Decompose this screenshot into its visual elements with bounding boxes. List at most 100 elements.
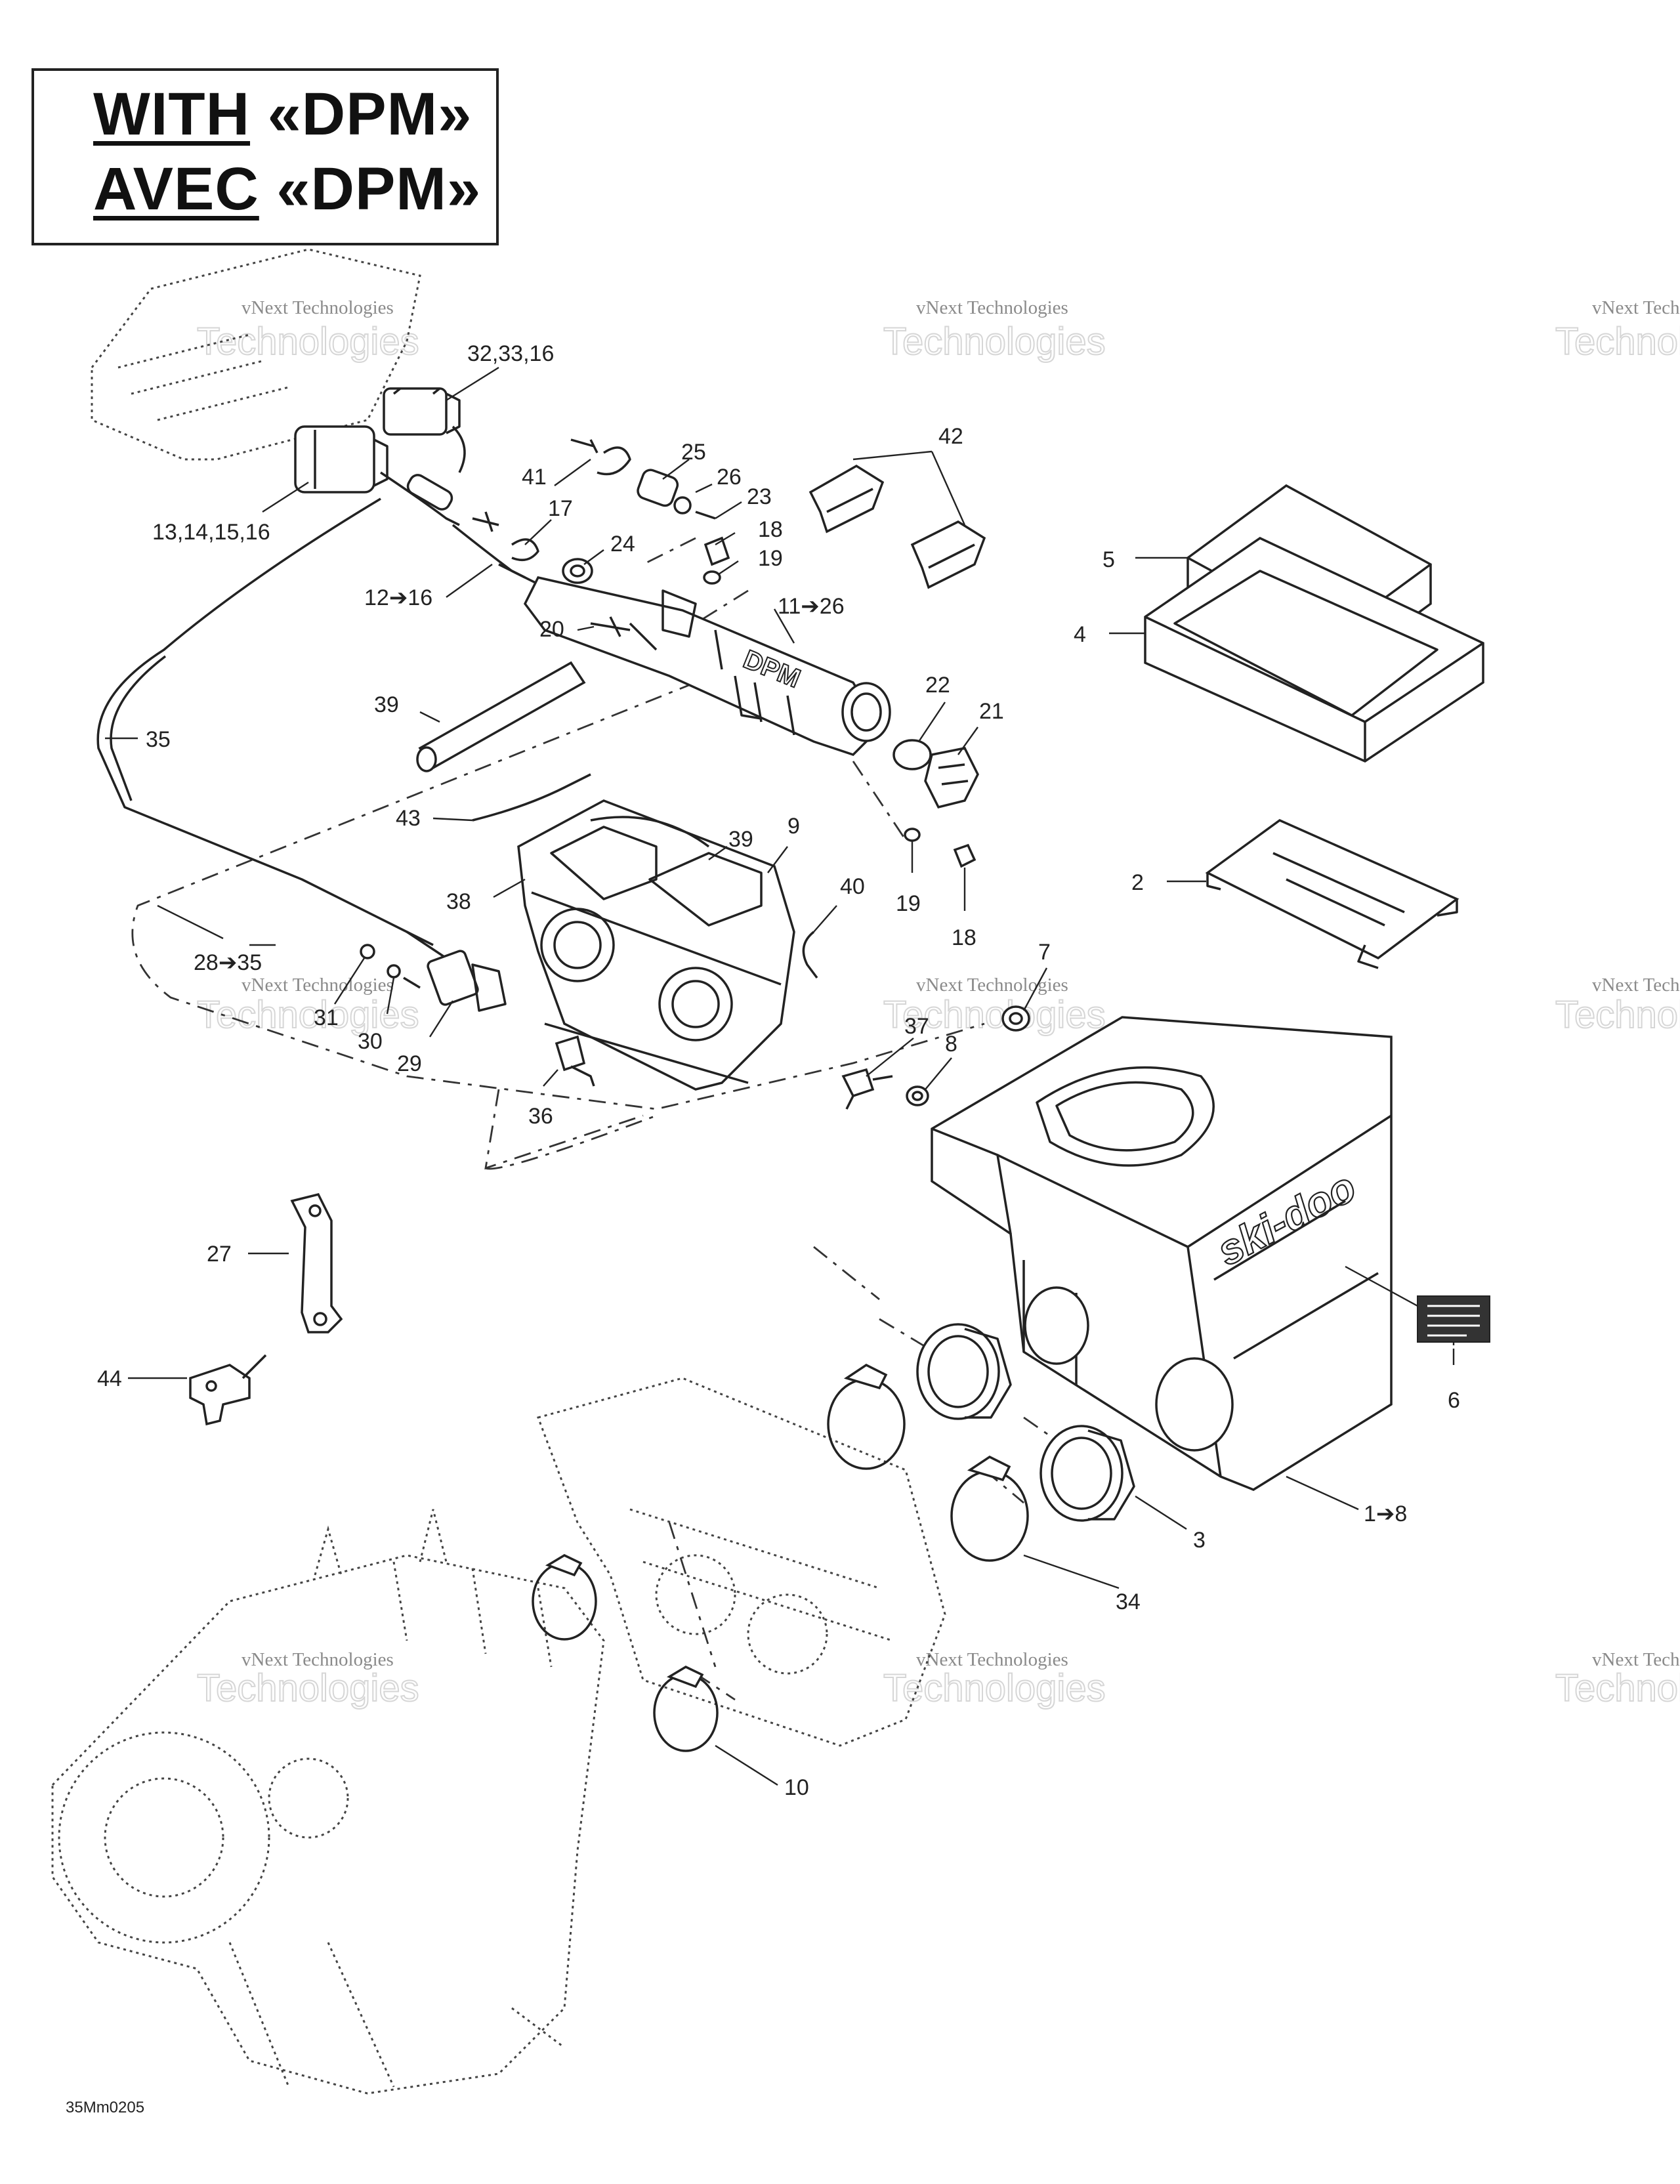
- leader-lines: [105, 366, 1455, 1786]
- callout-42: 42: [938, 424, 963, 449]
- callout-36: 36: [528, 1104, 553, 1129]
- part-clamp-10b: [653, 1666, 719, 1752]
- callout-3: 3: [1193, 1528, 1206, 1553]
- part-cap-18b: [953, 843, 976, 868]
- part-fitting-37: [841, 1068, 893, 1110]
- ghost-carburetors-lower: [537, 1377, 946, 1747]
- callout-18b: 18: [952, 925, 976, 950]
- part-oring-22: [892, 739, 932, 770]
- callout-40: 40: [840, 874, 865, 899]
- watermark-1: Technologies vNext Technologies: [196, 297, 420, 364]
- part-fitting-36: [555, 1035, 595, 1087]
- callout-18: 18: [758, 517, 783, 542]
- title-english: WITH «DPM»: [93, 80, 472, 149]
- watermark-large-text: Technologies: [1555, 1667, 1680, 1710]
- callout-23: 23: [747, 484, 772, 509]
- part-long-cable-35: [96, 497, 447, 959]
- watermark-large-text: Technologies: [1555, 994, 1680, 1036]
- title-english-word: WITH: [93, 81, 251, 148]
- part-dpm-module-13: [294, 425, 388, 494]
- watermark-small-text: vNext Technologies: [916, 975, 1068, 996]
- ghost-module: [91, 248, 421, 461]
- callout-31: 31: [314, 1005, 339, 1030]
- callout-24: 24: [610, 532, 635, 556]
- part-sensor-29: [360, 931, 507, 1012]
- watermark-large-text: Technologies: [883, 994, 1106, 1036]
- callout-7: 7: [1038, 940, 1051, 965]
- watermark-small-text: vNext Technologies: [1592, 1649, 1680, 1670]
- part-connector-32: [383, 387, 466, 473]
- watermark-3: Technologies vNext Technologies: [1555, 297, 1680, 364]
- callout-8: 8: [945, 1032, 957, 1057]
- callout-44: 44: [97, 1366, 122, 1391]
- title-french-rest: «DPM»: [259, 156, 482, 222]
- part-adaptor-3a: [916, 1323, 1012, 1420]
- callout-41: 41: [522, 465, 547, 490]
- callout-1-8: 1➔8: [1364, 1502, 1407, 1526]
- part-carburetor-9: [517, 799, 795, 1091]
- callout-6: 6: [1448, 1388, 1460, 1413]
- callout-20: 20: [539, 617, 564, 642]
- callout-5: 5: [1102, 547, 1115, 572]
- drawing-code: 35Mm0205: [66, 2099, 145, 2116]
- part-cap-21: [924, 747, 979, 809]
- watermark-small-text: vNext Technologies: [1592, 975, 1680, 996]
- callout-28-35: 28➔35: [194, 950, 262, 975]
- callout-13-14-15-16: 13,14,15,16: [152, 520, 270, 545]
- part-air-silencer-1: ski-doo: [931, 1016, 1393, 1491]
- callout-19: 19: [758, 546, 783, 571]
- callout-30: 30: [358, 1029, 383, 1054]
- part-clip-42a: [808, 464, 885, 534]
- part-screw-41: [570, 438, 631, 476]
- callout-29: 29: [397, 1051, 422, 1076]
- part-fitting-25: [637, 469, 716, 520]
- part-grommet-7: [1001, 1005, 1030, 1032]
- watermark-small-text: vNext Technologies: [916, 1649, 1068, 1670]
- part-grommet-8: [906, 1085, 929, 1106]
- callout-17: 17: [548, 496, 573, 521]
- watermark-6: Technologies vNext Technologies: [1555, 975, 1680, 1037]
- callout-43: 43: [396, 806, 421, 831]
- watermark-large-text: Technologies: [197, 994, 419, 1036]
- callout-22: 22: [925, 673, 950, 698]
- callout-35: 35: [146, 727, 171, 752]
- part-cap-18: [704, 536, 730, 566]
- watermark-small-text: vNext Technologies: [242, 1649, 394, 1670]
- part-clamp-34a: [827, 1363, 906, 1470]
- watermark-large-text: Technologies: [883, 320, 1106, 363]
- part-label-6: [1417, 1295, 1490, 1343]
- part-hose-40: [802, 931, 818, 979]
- part-oring-19b: [904, 828, 921, 842]
- part-pin-20: [590, 616, 631, 637]
- watermark-large-text: Technologies: [1555, 320, 1680, 363]
- callout-11-26: 11➔26: [778, 594, 845, 619]
- watermark-7: Technologies vNext Technologies: [196, 1649, 420, 1710]
- callout-26: 26: [717, 465, 742, 490]
- title-box: WITH «DPM» AVEC «DPM»: [32, 68, 499, 245]
- watermark-large-text: Technologies: [197, 1667, 419, 1710]
- callout-27: 27: [207, 1242, 232, 1267]
- title-french: AVEC «DPM»: [93, 155, 481, 224]
- callout-9: 9: [788, 814, 800, 839]
- part-clamp-34b: [950, 1455, 1029, 1562]
- watermark-small-text: vNext Technologies: [242, 297, 394, 318]
- part-filter-frame-4: [1144, 536, 1484, 763]
- dash-dot-connectors: [131, 537, 1090, 1701]
- part-clip-42b: [910, 520, 986, 589]
- part-bracket-44: [189, 1354, 267, 1426]
- part-hose-43: [472, 773, 591, 822]
- callout-34: 34: [1116, 1589, 1141, 1614]
- watermark-8: Technologies vNext Technologies: [883, 1649, 1106, 1710]
- watermark-large-text: Technologies: [883, 1667, 1106, 1710]
- part-spacer-24: [562, 558, 593, 584]
- part-hose-39: [416, 661, 586, 772]
- callout-39: 39: [374, 692, 399, 717]
- watermark-9: Technologies vNext Technologies: [1555, 1649, 1680, 1710]
- watermark-group: Technologies vNext Technologies Technolo…: [196, 297, 1680, 1710]
- ghost-engine: [51, 1509, 605, 2095]
- callout-25: 25: [681, 440, 706, 465]
- title-french-word: AVEC: [93, 156, 259, 222]
- callout-4: 4: [1074, 622, 1086, 647]
